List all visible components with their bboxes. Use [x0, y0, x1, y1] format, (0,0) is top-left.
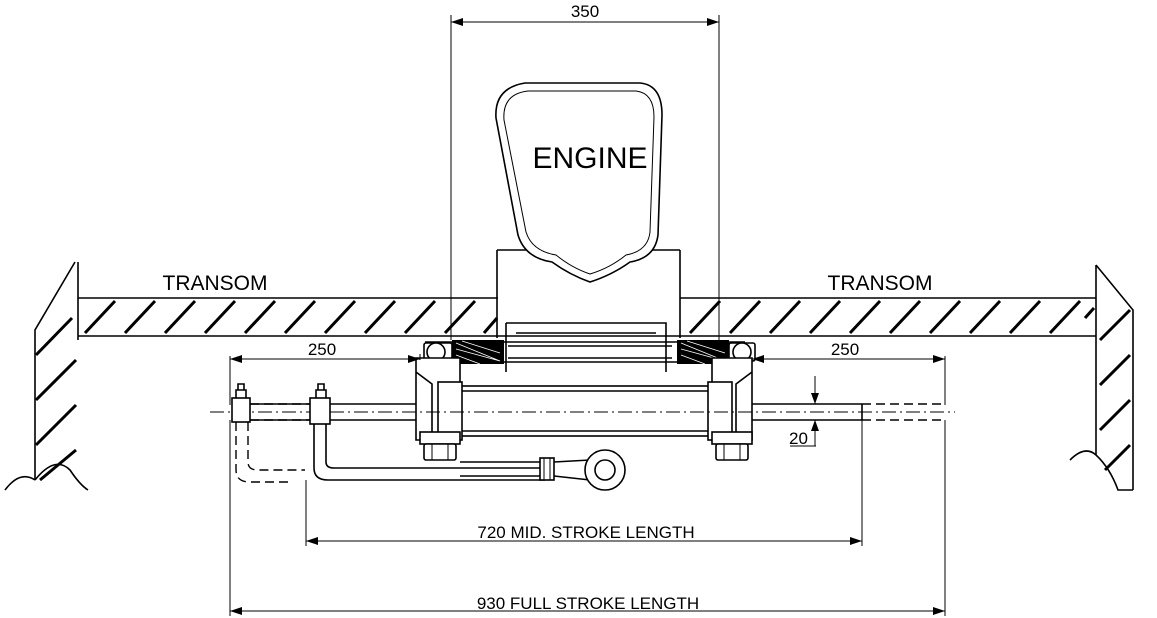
right-offset-value: 250	[831, 340, 859, 359]
transom-beam	[78, 297, 1096, 337]
full-stroke-dimension: 930 FULL STROKE LENGTH	[229, 420, 946, 616]
engine-width-value: 350	[571, 2, 599, 21]
rod-diameter-dimension: 20	[789, 376, 819, 448]
engine-width-dimension: 350	[450, 2, 720, 340]
right-offset-dimension: 250	[752, 340, 946, 405]
rod-diameter-value: 20	[789, 429, 808, 448]
left-offset-value: 250	[308, 340, 336, 359]
full-stroke-value: 930 FULL STROKE LENGTH	[477, 594, 699, 613]
right-transom-wall	[1069, 264, 1134, 491]
engine: ENGINE	[495, 82, 681, 372]
hydraulic-cylinder	[415, 357, 753, 461]
left-transom-wall	[4, 261, 89, 491]
tie-bar-assembly	[423, 340, 756, 365]
mid-stroke-value: 720 MID. STROKE LENGTH	[477, 523, 694, 542]
mid-stroke-dimension: 720 MID. STROKE LENGTH	[305, 420, 863, 546]
engine-label: ENGINE	[532, 142, 647, 175]
transom-label-right: TRANSOM	[828, 272, 933, 295]
transom-label-left: TRANSOM	[163, 272, 268, 295]
hose-fitting	[460, 449, 626, 491]
left-offset-dimension: 250	[229, 340, 421, 405]
rod-end-fittings	[231, 383, 545, 483]
